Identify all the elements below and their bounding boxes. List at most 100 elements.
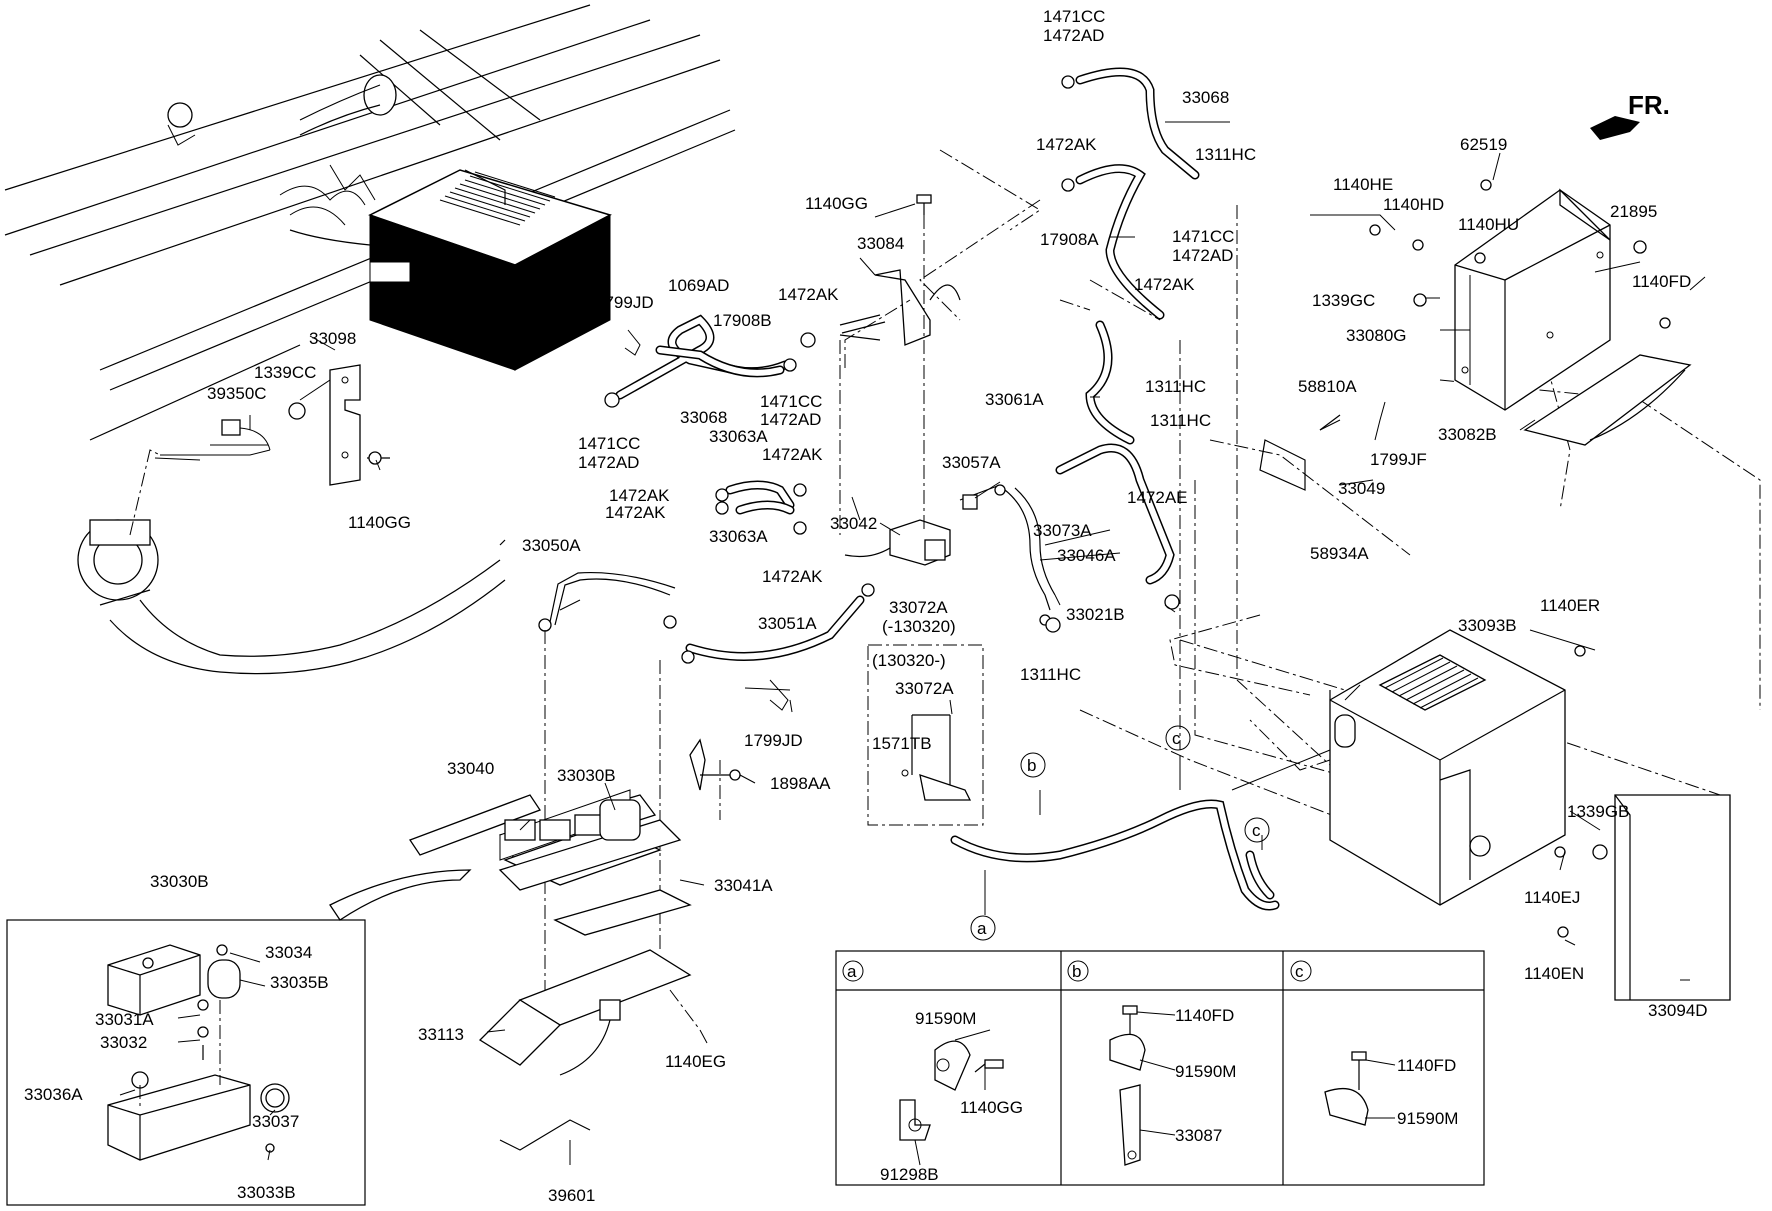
label-1472ad-d: 1472AD [578,453,639,472]
label-1311hc-d: 1311HC [1020,665,1081,684]
label-1472ad-c: 1472AD [760,410,821,429]
detail-box-33030b [6,919,366,1206]
label-1339gc: 1339GC [1312,291,1375,310]
front-direction-indicator: FR. [1590,90,1670,140]
label-1140hd: 1140HD [1383,195,1444,214]
label-1571tb: 1571TB [872,734,932,753]
label-33072a-b: 33072A [895,679,954,698]
label-33050a: 33050A [522,536,581,555]
label-1069ad: 1069AD [668,276,729,295]
label-1339gb: 1339GB [1567,802,1629,821]
detail-table-labels: a b c 91590M 1140GG 91298B 1140FD 91590M… [847,962,1458,1184]
label-39601: 39601 [548,1186,595,1205]
fasteners-right [1259,179,1671,938]
callout-b: b [1027,756,1036,775]
label-33034: 33034 [265,943,312,962]
label-1472ak-c: 1472AK [778,285,839,304]
label-33098: 33098 [309,329,356,348]
label-1898aa: 1898AA [770,774,831,793]
label-33021b: 33021B [1066,605,1125,624]
label-1799jd-a: 1799JD [595,293,654,312]
callout-c-2: c [1252,821,1261,840]
label-33036a: 33036A [24,1085,83,1104]
label-1472ak-f: 1472AK [605,503,666,522]
label-1472ad-b: 1472AD [1172,246,1233,265]
label-1472ak-a: 1472AK [1036,135,1097,154]
label-1140he: 1140HE [1333,175,1393,194]
bracket-33098-drawing [288,364,390,486]
label-33068-top: 33068 [1182,88,1229,107]
label-33061a: 33061A [985,390,1044,409]
label-33072a-a: 33072A [889,598,948,617]
variant-box [867,644,984,826]
label-33072a-range: (-130320) [882,617,956,636]
label-1140gg-left: 1140GG [348,513,411,532]
label-1799jd-b: 1799JD [744,731,803,750]
label-1472ak-e: 1472AK [609,486,670,505]
label-17908a: 17908A [1040,230,1099,249]
table-a-1140gg: 1140GG [960,1098,1023,1117]
label-33063a-a: 33063A [709,427,768,446]
table-a-91590m: 91590M [915,1009,976,1028]
label-58934a: 58934A [1310,544,1369,563]
callout-c-1: c [1172,729,1181,748]
label-1472ak-g: 1472AK [762,567,823,586]
label-33033b: 33033B [237,1183,296,1202]
label-33040: 33040 [447,759,494,778]
battery-box-drawing [368,169,612,371]
label-1140eg: 1140EG [665,1052,726,1071]
label-1140ej: 1140EJ [1524,888,1580,907]
part-labels: 1471CC 1472AD 33068 1472AK 1311HC 1140GG… [24,7,1708,1205]
label-1471cc-c: 1471CC [760,392,822,411]
callout-a: a [977,919,987,938]
label-1472ad-top: 1472AD [1043,26,1104,45]
label-33093b: 33093B [1458,616,1517,635]
label-1339cc: 1339CC [254,363,316,382]
center-hoses-drawing [538,67,1200,711]
label-1471cc-b: 1471CC [1172,227,1234,246]
label-1471cc-top: 1471CC [1043,7,1105,26]
label-1311hc-b: 1311HC [1145,377,1206,396]
heater-hose-drawing [950,749,1331,915]
label-33073a: 33073A [1033,521,1092,540]
label-1140gg-top: 1140GG [805,194,868,213]
label-33042: 33042 [830,514,877,533]
label-1311hc-a: 1311HC [1195,145,1256,164]
label-33049: 33049 [1338,479,1385,498]
table-col-a: a [847,962,857,981]
label-1311hc-c: 1311HC [1150,411,1211,430]
label-130320: (130320-) [872,651,946,670]
label-33057a: 33057A [942,453,1001,472]
table-c-91590m: 91590M [1397,1109,1458,1128]
label-33094d: 33094D [1648,1001,1708,1020]
label-1140hu: 1140HU [1458,215,1519,234]
table-b-33087: 33087 [1175,1126,1222,1145]
valve-assembly-drawing [329,738,741,1151]
callout-circles: b c c a [970,725,1270,941]
label-33068-b: 33068 [680,408,727,427]
routing-lines [544,149,1761,1031]
label-33035b: 33035B [270,973,329,992]
label-33037: 33037 [252,1112,299,1131]
leader-lines [119,121,1706,1166]
label-1140fd-a: 1140FD [1632,272,1691,291]
label-33041a: 33041A [714,876,773,895]
label-33030b-a: 33030B [557,766,616,785]
label-58810a: 58810A [1298,377,1357,396]
table-col-b: b [1072,962,1081,981]
label-1471cc-d: 1471CC [578,434,640,453]
table-c-1140fd: 1140FD [1397,1056,1456,1075]
label-33046a: 33046A [1057,546,1116,565]
label-1140en: 1140EN [1524,964,1584,983]
label-39350c: 39350C [207,384,267,403]
label-33032: 33032 [100,1033,147,1052]
table-b-1140fd: 1140FD [1175,1006,1234,1025]
label-17908b: 17908B [713,311,772,330]
label-1472ae: 1472AE [1127,488,1188,507]
label-21895: 21895 [1610,202,1657,221]
box-33093b-drawing [1329,629,1731,1001]
label-33051a: 33051A [758,614,817,633]
detail-table [835,950,1485,1186]
label-1472ak-b: 1472AK [1134,275,1195,294]
label-33113: 33113 [418,1025,464,1044]
